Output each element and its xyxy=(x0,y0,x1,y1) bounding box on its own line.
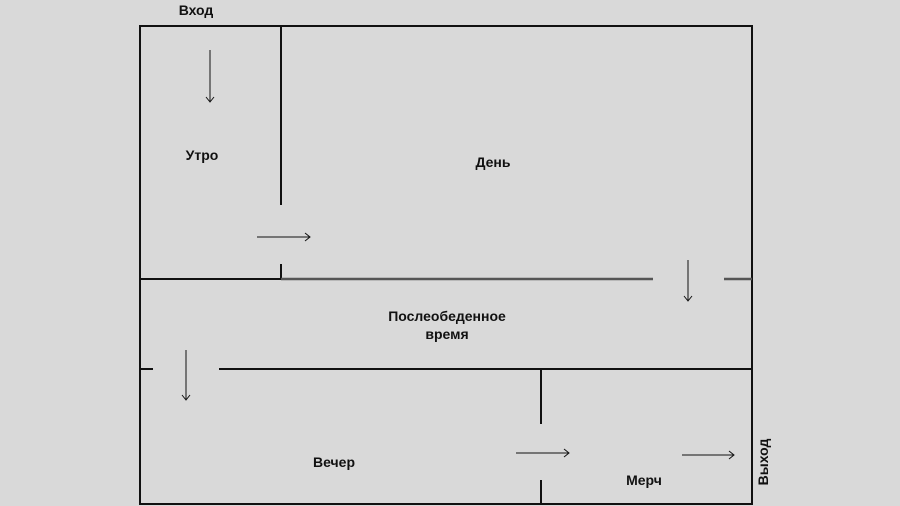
outer-wall xyxy=(139,25,753,505)
arrow-right-icon xyxy=(516,448,570,458)
exit-label: Выход xyxy=(755,439,771,486)
entrance-label: Вход xyxy=(179,2,214,18)
arrow-down-icon xyxy=(683,260,693,302)
room-afternoon-label-line1: Послеобеденное xyxy=(388,308,506,324)
room-evening-label: Вечер xyxy=(313,454,355,470)
arrow-right-icon xyxy=(257,232,311,242)
arrow-right-icon xyxy=(682,450,735,460)
room-merch-label: Мерч xyxy=(626,472,662,488)
arrow-down-icon xyxy=(181,350,191,401)
arrow-down-icon xyxy=(205,50,215,103)
room-day-label: День xyxy=(476,154,511,170)
room-morning-label: Утро xyxy=(186,147,219,163)
room-afternoon-label-line2: время xyxy=(425,326,468,342)
